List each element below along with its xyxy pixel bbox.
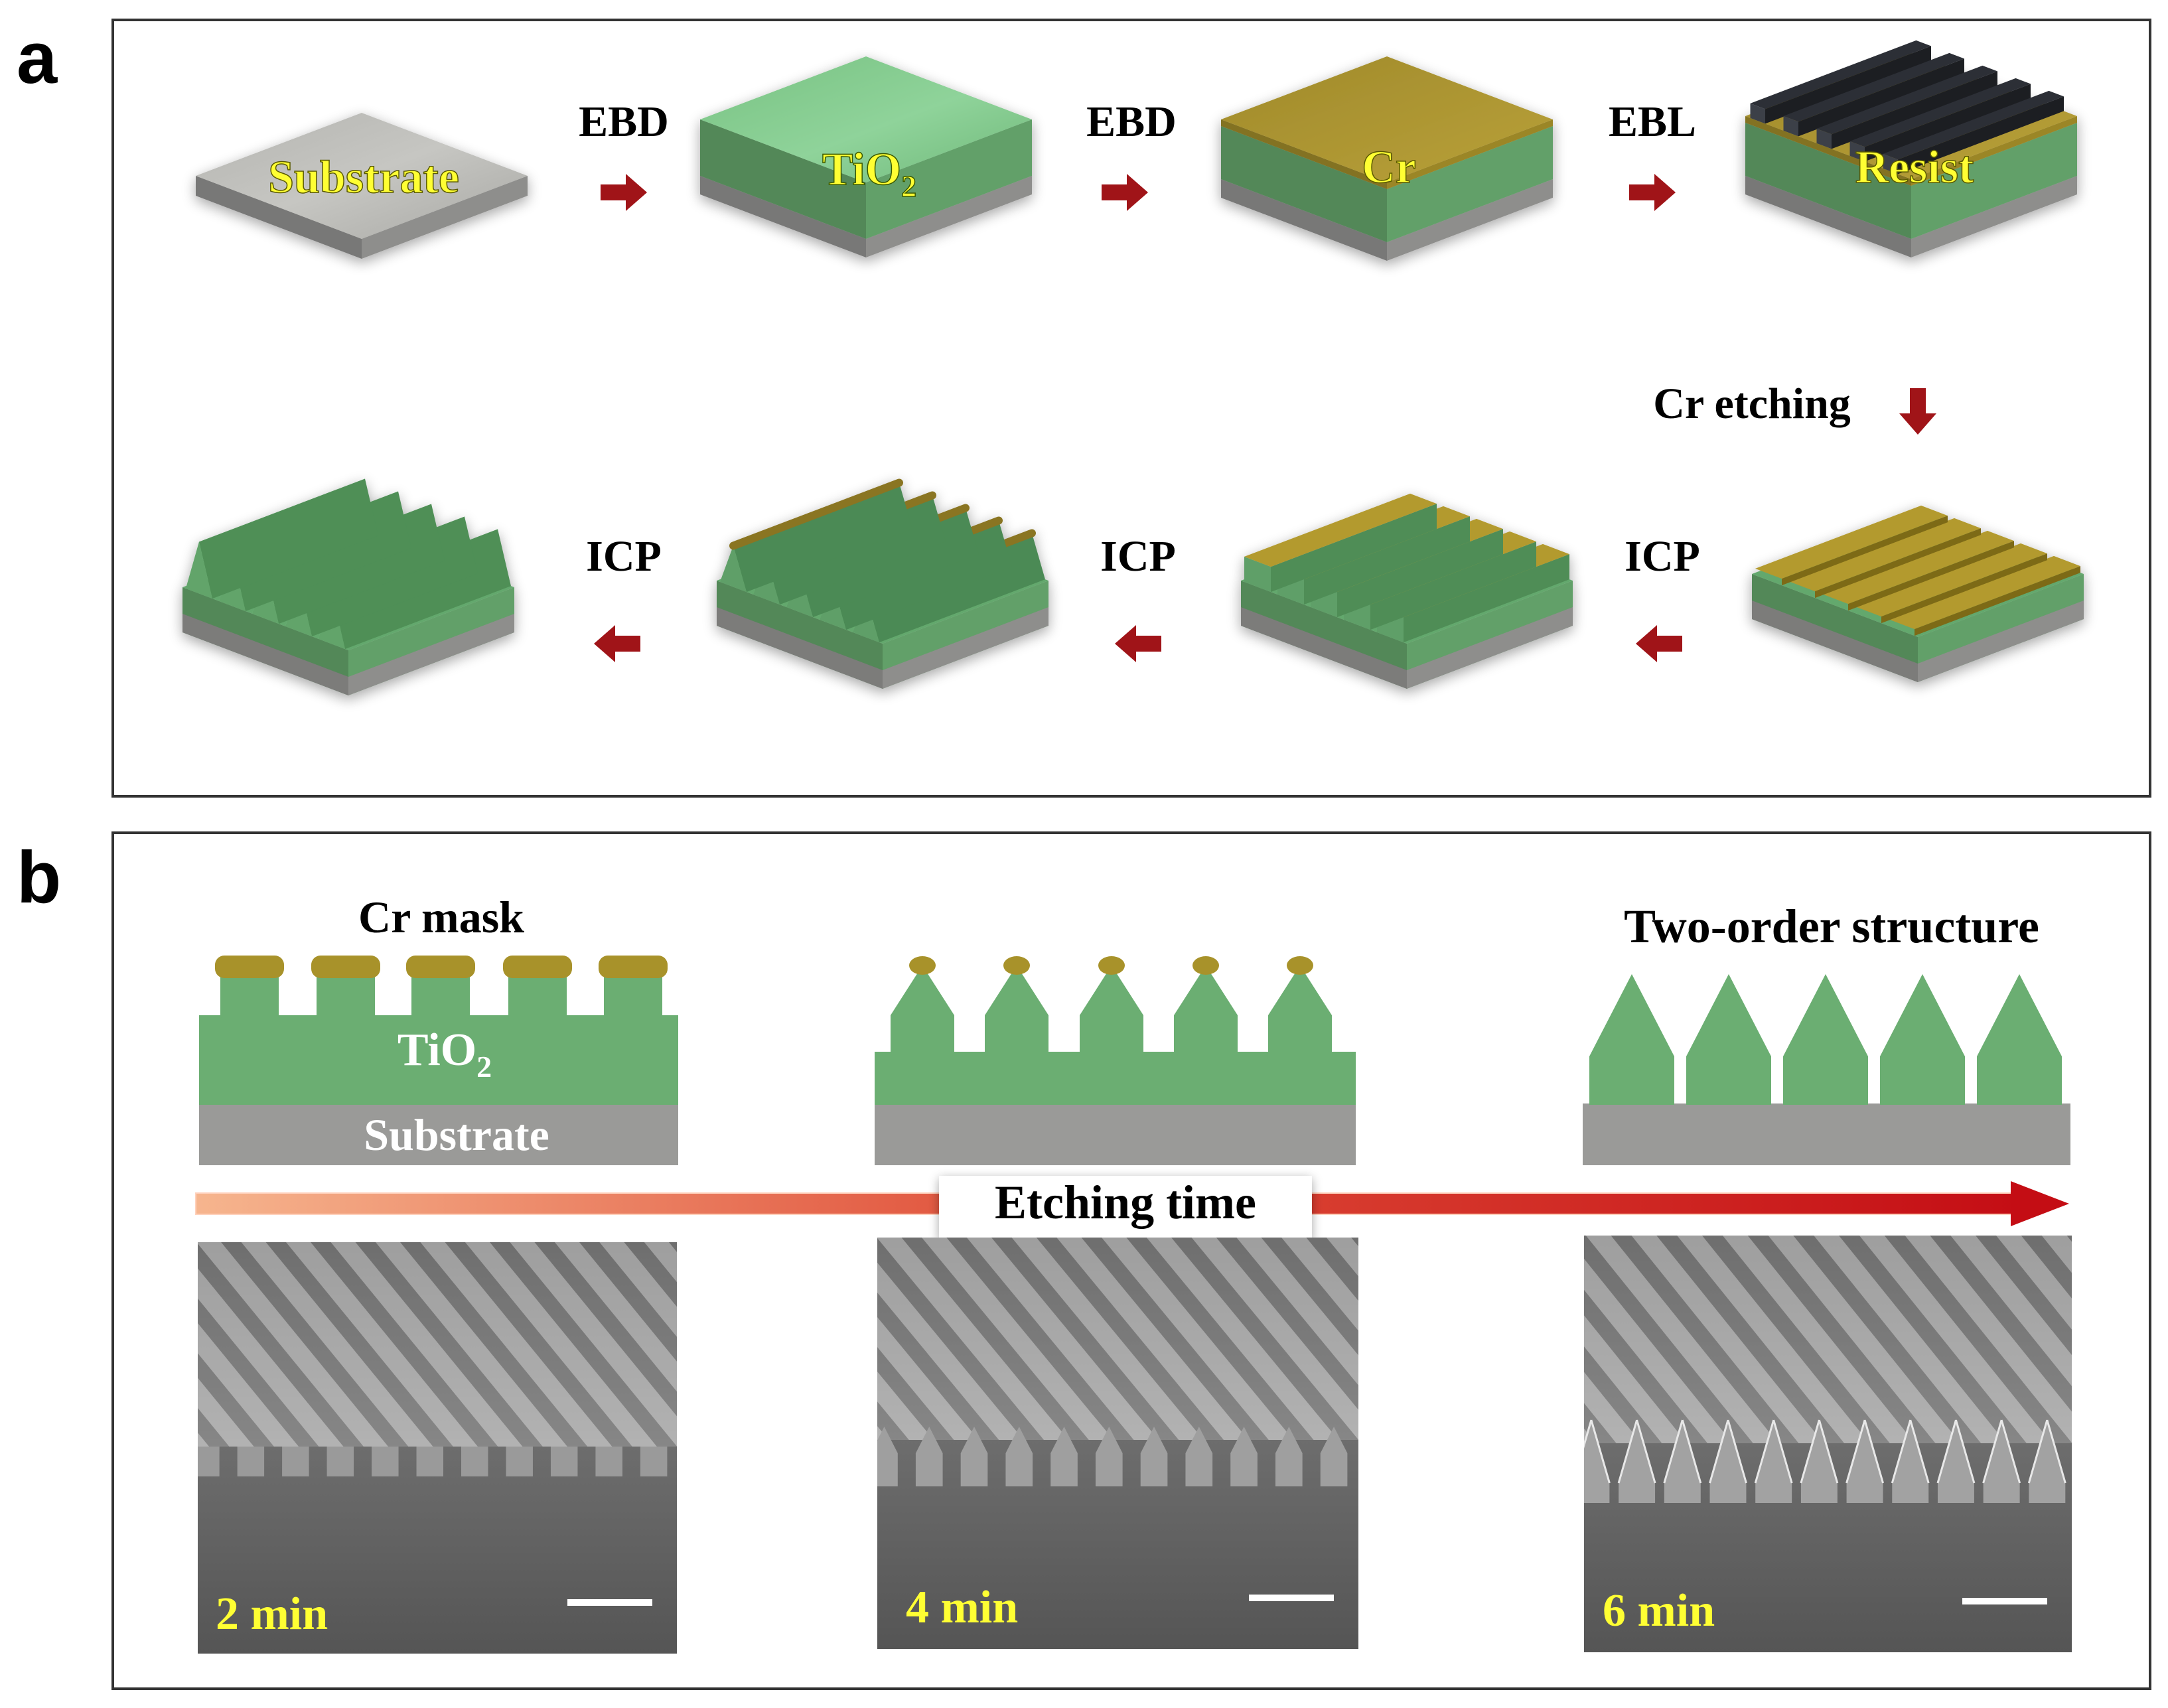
cr-stripe xyxy=(1755,505,1948,579)
substrate-layer-label: Substrate xyxy=(364,1109,549,1160)
top-row-blocks xyxy=(196,40,2077,261)
tio2-pillar xyxy=(317,970,375,1020)
tio2-cone xyxy=(1589,974,1674,1105)
top-row-labels: Substrate TiO2 Cr Resist xyxy=(267,141,1974,204)
schematic-4min xyxy=(875,956,1356,1165)
cr-mask-cap xyxy=(215,956,284,978)
tio2-base-layer xyxy=(875,1052,1356,1105)
cr-mask-cap xyxy=(406,956,475,978)
cr-mask-cap xyxy=(503,956,572,978)
panel-a-label: a xyxy=(17,17,58,99)
etching-time-label-box: Etching time xyxy=(939,1176,1312,1240)
step-label-icp-2: ICP xyxy=(1100,532,1176,581)
tio2-cone xyxy=(1686,974,1771,1105)
panel-b-label: b xyxy=(17,837,61,918)
substrate-layer xyxy=(1583,1103,2070,1165)
cr-ridge-top xyxy=(1244,493,1437,567)
cr-stripe xyxy=(1788,518,1981,592)
substrate-layer xyxy=(199,1103,678,1165)
block-label-resist: Resist xyxy=(1855,142,1974,193)
tio2-layer-label: TiO2 xyxy=(397,1025,492,1084)
block-cr xyxy=(1221,56,1553,261)
block-substrate-top xyxy=(196,113,528,239)
block-label-substrate: Substrate xyxy=(268,152,459,203)
cr-stripe xyxy=(1888,555,2080,630)
tio2-pillar xyxy=(1268,965,1332,1055)
tio2-pillar xyxy=(1080,965,1143,1055)
resist-stripe xyxy=(1849,78,2031,147)
cr-mask-cap xyxy=(1003,956,1030,975)
sem-image-4min xyxy=(877,1238,1358,1649)
tio2-cone xyxy=(1783,974,1868,1105)
block-label-cr: Cr xyxy=(1362,142,1416,193)
block-substrate xyxy=(196,113,528,259)
cr-stripe xyxy=(1855,543,2047,617)
step-label-cr-etching: Cr etching xyxy=(1653,380,1851,428)
tio2-base-layer xyxy=(199,1015,678,1105)
scale-bar xyxy=(1249,1595,1334,1601)
arrow-right-icon xyxy=(1102,174,1148,211)
etching-time-label: Etching time xyxy=(995,1176,1256,1229)
tio2-cone xyxy=(1880,974,1965,1105)
step-label-ebd-1: EBD xyxy=(579,98,669,146)
arrow-right-icon xyxy=(1629,174,1676,211)
cr-stripe xyxy=(1822,530,2014,605)
resist-stripe xyxy=(1783,52,1964,122)
arrow-left-icon xyxy=(1636,625,1682,662)
cr-cap xyxy=(729,478,903,550)
tio2-pillar xyxy=(891,965,954,1055)
etching-schematics xyxy=(199,956,2070,1165)
cr-mask-cap xyxy=(909,956,936,975)
tio2-pillar xyxy=(604,970,662,1020)
block-rounded-grating xyxy=(717,478,1048,689)
cr-mask-cap xyxy=(1192,956,1219,975)
step-label-icp-1: ICP xyxy=(1625,532,1700,581)
scale-bar xyxy=(1962,1598,2047,1604)
step-label-icp-3: ICP xyxy=(586,532,662,581)
step-label-ebl: EBL xyxy=(1609,98,1696,146)
substrate-layer xyxy=(875,1103,1356,1165)
two-order-structure-label: Two-order structure xyxy=(1624,900,2039,953)
tio2-pillar xyxy=(985,965,1048,1055)
arrow-left-icon xyxy=(1115,625,1161,662)
sem-image-6min xyxy=(1584,1236,2072,1652)
resist-stripe xyxy=(1816,65,1997,135)
block-rect-grating xyxy=(1241,493,1573,689)
arrow-left-icon xyxy=(594,625,640,662)
block-tio2 xyxy=(700,56,1032,257)
arrow-down-icon xyxy=(1899,388,1936,435)
arrow-right-icon xyxy=(601,174,647,211)
sem-images xyxy=(198,1236,2072,1654)
cr-mask-cap xyxy=(311,956,380,978)
bottom-row-blocks xyxy=(182,478,2084,695)
tio2-pillar xyxy=(220,970,279,1020)
tio2-pillar xyxy=(1174,965,1238,1055)
schematic-6min xyxy=(1583,974,2070,1165)
sem-image-2min xyxy=(198,1242,677,1654)
schematic-2min xyxy=(199,956,678,1165)
tio2-cone xyxy=(1977,974,2062,1105)
resist-stripes xyxy=(1750,40,2064,175)
sem-time-label-6min: 6 min xyxy=(1603,1585,1715,1636)
cr-mask-label: Cr mask xyxy=(358,892,524,942)
block-cr-top xyxy=(1221,56,1553,182)
cr-mask-cap xyxy=(1098,956,1125,975)
block-triangular-grating xyxy=(182,478,514,695)
tio2-pillar xyxy=(508,970,567,1020)
scale-bar xyxy=(567,1599,652,1606)
step-label-ebd-2: EBD xyxy=(1086,98,1177,146)
cr-mask-cap xyxy=(599,956,668,978)
resist-stripe xyxy=(1883,90,2064,160)
block-cr-mask-grating xyxy=(1752,505,2084,682)
cr-mask-cap xyxy=(1287,956,1313,975)
block-label-tio2: TiO2 xyxy=(822,144,916,203)
sem-time-label-2min: 2 min xyxy=(216,1589,328,1640)
sem-time-label-4min: 4 min xyxy=(906,1582,1018,1633)
process-arrows xyxy=(594,174,1936,662)
resist-stripe xyxy=(1750,40,1931,109)
tio2-pillar xyxy=(411,970,470,1020)
block-tio2-top xyxy=(700,56,1032,182)
